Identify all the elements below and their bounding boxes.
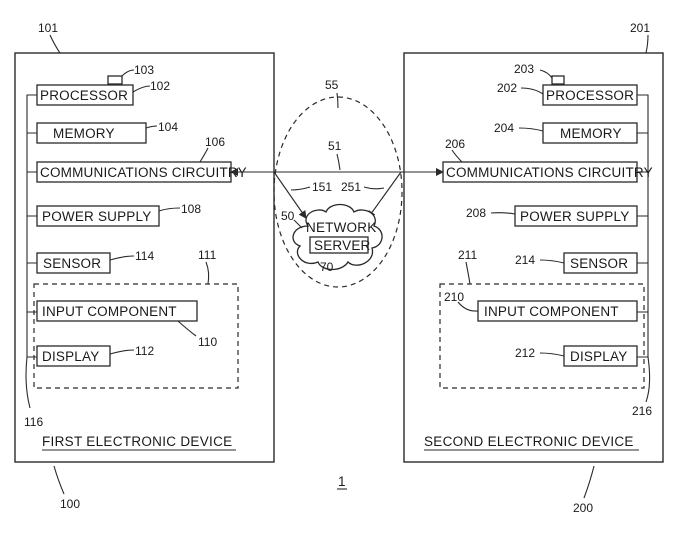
leader-111	[205, 261, 210, 285]
ref-104: 104	[158, 120, 178, 134]
second-io-group	[439, 283, 645, 389]
ref-210: 210	[444, 290, 464, 304]
second-sensor-label: SENSOR	[570, 256, 628, 271]
leader-108	[158, 207, 181, 212]
ref-51: 51	[328, 139, 342, 153]
first-memory-box	[36, 122, 147, 144]
second-power-label: POWER SUPPLY	[520, 209, 629, 224]
second-processor-box	[542, 84, 638, 106]
ref-108: 108	[181, 202, 201, 216]
first-processor-box	[36, 84, 134, 106]
ref-208: 208	[466, 206, 486, 220]
leader-114	[109, 255, 135, 261]
leader-251	[363, 186, 385, 190]
first-power-box	[36, 205, 160, 227]
first-input-box	[36, 300, 198, 322]
first-io-group	[33, 283, 239, 389]
ref-102: 102	[150, 79, 170, 93]
ref-114: 114	[135, 249, 154, 263]
ref-201: 201	[630, 21, 650, 35]
second-display-label: DISPLAY	[570, 349, 627, 364]
first-input-label: INPUT COMPONENT	[42, 304, 177, 319]
leader-201	[645, 34, 649, 54]
first-bus-leader	[25, 356, 31, 409]
ref-202: 202	[497, 81, 517, 95]
leader-112	[109, 349, 135, 355]
leader-106	[199, 147, 209, 163]
leader-204	[518, 127, 544, 132]
ref-151: 151	[312, 180, 332, 194]
ref-70: 70	[320, 260, 334, 274]
first-sensor-box	[36, 252, 111, 274]
leader-50	[293, 219, 303, 229]
ref-106: 106	[205, 135, 225, 149]
second-comm-label: COMMUNICATIONS CIRCUITRY	[446, 165, 653, 180]
leader-100	[53, 465, 65, 495]
ref-103: 103	[134, 63, 154, 77]
second-device-bus	[637, 94, 649, 358]
leader-104	[145, 125, 158, 129]
ref-251: 251	[341, 180, 361, 194]
network-area	[273, 96, 403, 288]
second-processor-label: PROCESSOR	[546, 88, 634, 103]
leader-203	[539, 69, 553, 79]
leader-210	[457, 301, 479, 312]
leader-151	[290, 186, 311, 191]
first-device-title: FIRST ELECTRONIC DEVICE	[42, 434, 232, 449]
second-power-box	[514, 205, 638, 227]
ref-100: 100	[60, 497, 80, 511]
ref-101: 101	[38, 21, 58, 35]
leader-101	[49, 34, 61, 54]
ref-111: 111	[198, 248, 217, 262]
second-bus-leader	[645, 356, 651, 403]
first-device-bus	[26, 94, 37, 358]
network-label: NETWORK	[306, 220, 376, 235]
ref-116: 116	[24, 415, 43, 429]
leader-211	[465, 261, 471, 285]
ref-200: 200	[573, 501, 593, 515]
leader-214	[539, 259, 565, 264]
second-memory-label: MEMORY	[560, 126, 622, 141]
figure-number: 1	[338, 474, 346, 489]
ref-203: 203	[514, 62, 534, 76]
ref-211: 211	[458, 248, 477, 262]
first-power-label: POWER SUPPLY	[42, 209, 151, 224]
first-memory-label: MEMORY	[53, 126, 115, 141]
leader-202	[520, 87, 544, 95]
first-processor-label: PROCESSOR	[40, 88, 128, 103]
server-box	[309, 236, 369, 254]
link-151	[273, 171, 307, 219]
link-251	[367, 171, 402, 219]
leader-212	[539, 352, 565, 357]
server-label: SERVER	[314, 238, 371, 253]
first-display-label: DISPLAY	[42, 349, 99, 364]
leader-51	[336, 153, 341, 171]
ref-55: 55	[325, 78, 339, 92]
leader-103	[121, 69, 135, 77]
first-processor-chip	[107, 75, 123, 85]
second-memory-box	[542, 122, 638, 144]
ref-110: 110	[198, 335, 217, 349]
second-input-label: INPUT COMPONENT	[484, 304, 619, 319]
first-display-box	[36, 345, 111, 367]
leader-206	[451, 149, 463, 163]
ref-214: 214	[515, 253, 535, 267]
leader-200	[583, 465, 595, 499]
leader-55	[336, 92, 339, 109]
second-device-title: SECOND ELECTRONIC DEVICE	[424, 434, 634, 449]
second-processor-chip	[551, 75, 565, 85]
ref-50: 50	[281, 209, 295, 223]
ref-206: 206	[445, 137, 465, 151]
ref-204: 204	[494, 121, 514, 135]
ref-212: 212	[515, 346, 535, 360]
first-sensor-label: SENSOR	[43, 256, 101, 271]
leader-102	[132, 85, 151, 93]
first-comm-label: COMMUNICATIONS CIRCUITRY	[40, 165, 247, 180]
leader-208	[490, 212, 516, 215]
ref-112: 112	[135, 344, 154, 358]
leader-110	[177, 320, 197, 337]
ref-216: 216	[632, 404, 652, 418]
